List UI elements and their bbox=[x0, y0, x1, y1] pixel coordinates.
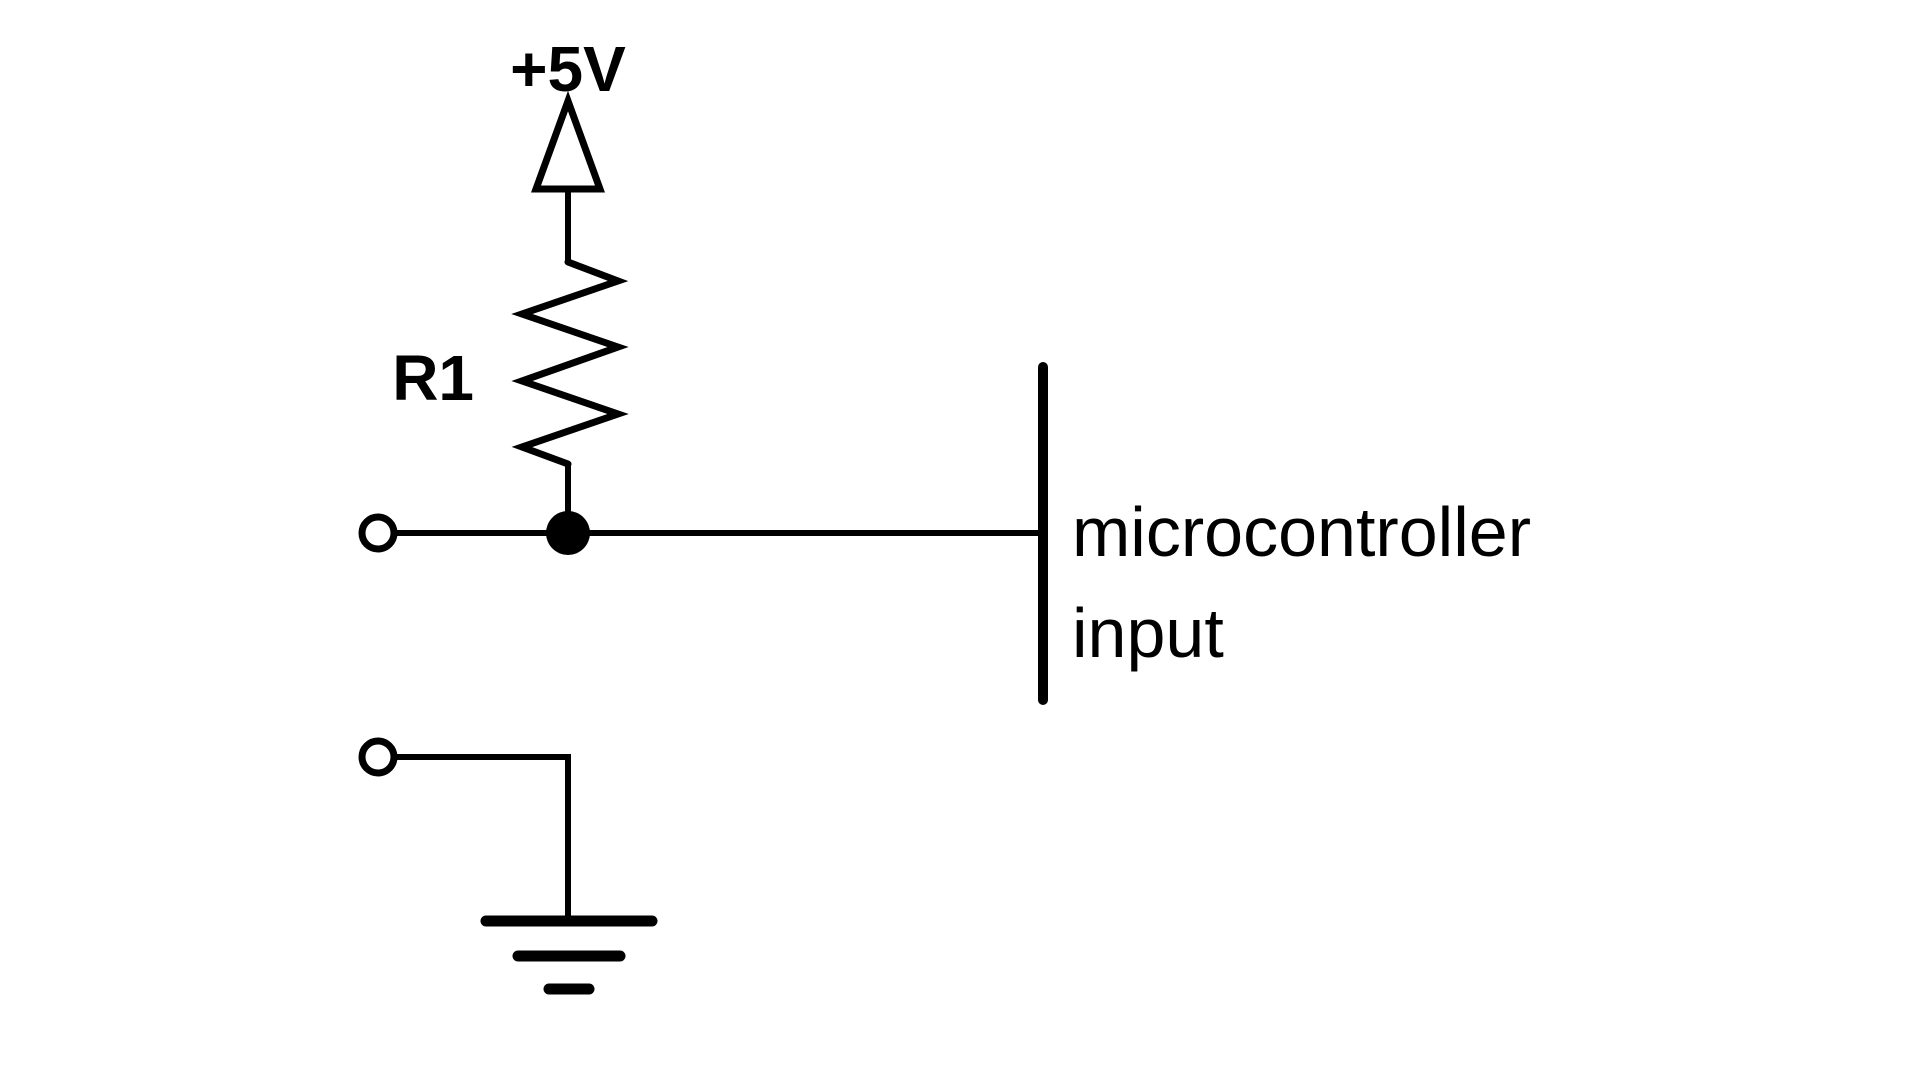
ground-wire bbox=[394, 754, 571, 916]
supply-voltage-label: +5V bbox=[510, 33, 626, 105]
resistor-label: R1 bbox=[392, 342, 474, 414]
resistor-icon bbox=[511, 258, 629, 468]
power-supply-arrow-icon bbox=[531, 90, 605, 193]
junction-dot-icon bbox=[546, 511, 590, 555]
ground-icon bbox=[480, 915, 658, 995]
open-terminal-bottom-icon bbox=[358, 737, 398, 777]
mcu-input-label-line1: microcontroller bbox=[1072, 493, 1531, 571]
open-terminal-top-icon bbox=[358, 513, 398, 553]
mcu-input-label-line2: input bbox=[1072, 594, 1224, 672]
schematic-strokes bbox=[358, 90, 1048, 995]
schematic-labels: +5V R1 microcontroller input bbox=[392, 33, 1531, 672]
